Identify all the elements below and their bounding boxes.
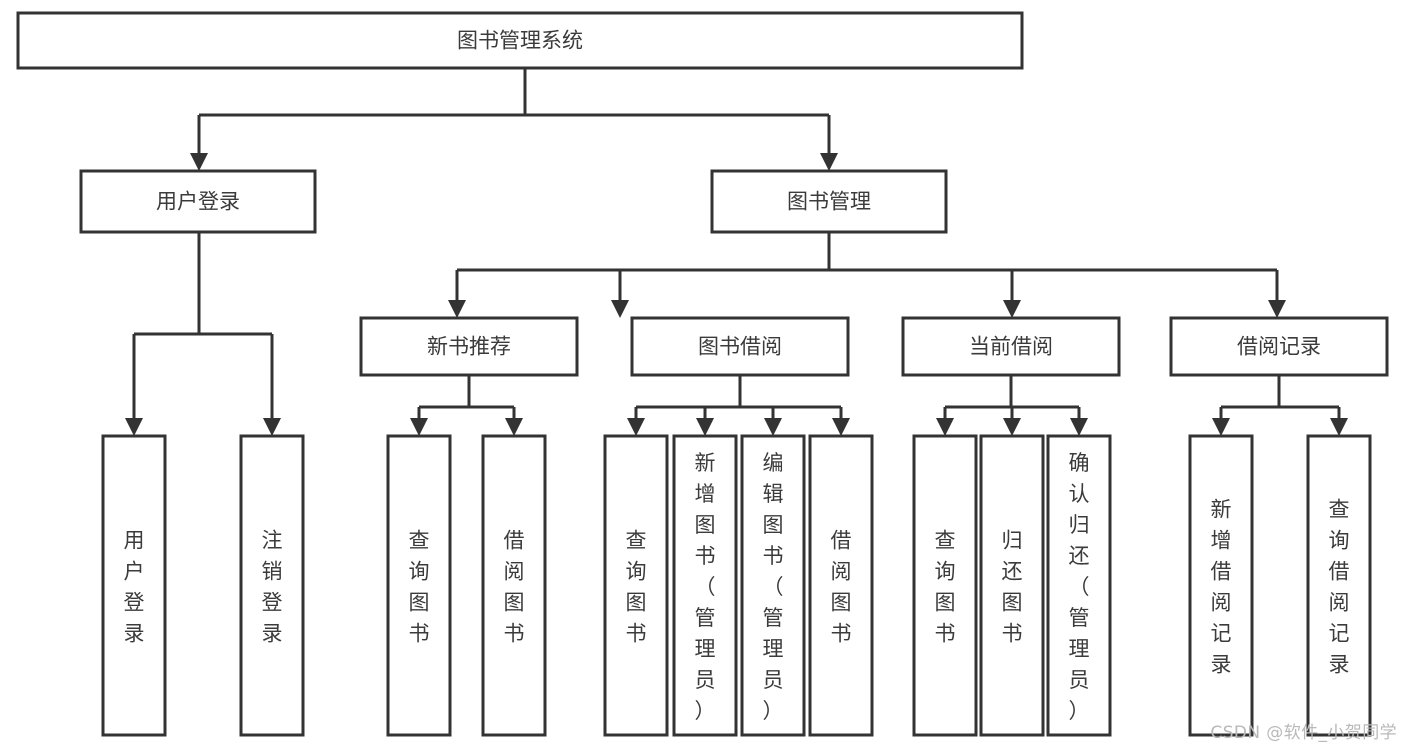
connector-layer	[125, 68, 1348, 436]
node-leaf-return-book[interactable]: 归还图书	[979, 434, 1045, 737]
node-new-book-recommend-box[interactable]	[359, 316, 579, 377]
node-leaf-borrow-book-1[interactable]: 借阅图书	[481, 434, 547, 737]
arrow-head-icon	[1070, 418, 1088, 436]
arrow-head-icon	[832, 418, 850, 436]
arrow-head-icon	[263, 418, 281, 436]
arrow-head-icon	[125, 418, 143, 436]
arrow-head-icon	[611, 300, 629, 318]
arrow-head-icon	[764, 418, 782, 436]
node-leaf-borrow-book-2-label: 借阅图书	[831, 529, 852, 646]
csdn-watermark: CSDN @软件_小贺同学	[1210, 723, 1397, 743]
node-leaf-confirm-return-label: 确认归还（管理员）	[1069, 451, 1090, 723]
node-book-borrow[interactable]: 图书借阅	[630, 316, 850, 377]
arrow-head-icon	[696, 418, 714, 436]
node-leaf-query-book-2[interactable]: 查询图书	[603, 434, 669, 737]
node-layer: 图书管理系统用户登录图书管理新书推荐图书借阅当前借阅借阅记录用户登录注销登录查询…	[16, 11, 1389, 737]
node-root-system[interactable]: 图书管理系统	[16, 11, 1024, 70]
node-leaf-add-book-label: 新增图书（管理员）	[695, 451, 716, 723]
node-leaf-user-login-label: 用户登录	[124, 529, 145, 646]
node-leaf-query-book-1-label: 查询图书	[409, 529, 430, 646]
node-leaf-user-logout-box[interactable]	[239, 434, 305, 737]
node-user-login-label: 用户登录	[156, 190, 240, 214]
node-root-system-box[interactable]	[16, 11, 1024, 70]
node-root-system-label: 图书管理系统	[457, 29, 583, 53]
arrow-head-icon	[1003, 300, 1021, 318]
node-leaf-add-record[interactable]: 新增借阅记录	[1188, 434, 1254, 737]
node-leaf-query-book-1-box[interactable]	[386, 434, 452, 737]
node-borrow-record[interactable]: 借阅记录	[1169, 316, 1389, 377]
node-new-book-recommend-label: 新书推荐	[427, 335, 511, 359]
node-leaf-query-record-box[interactable]	[1306, 434, 1372, 737]
node-leaf-user-logout-label: 注销登录	[262, 529, 283, 646]
node-book-manage-label: 图书管理	[787, 190, 871, 214]
node-leaf-add-record-label: 新增借阅记录	[1211, 498, 1232, 677]
node-current-borrow[interactable]: 当前借阅	[901, 316, 1121, 377]
node-borrow-record-label: 借阅记录	[1237, 335, 1321, 359]
node-leaf-add-record-box[interactable]	[1188, 434, 1254, 737]
node-leaf-user-login[interactable]: 用户登录	[101, 434, 167, 737]
node-leaf-add-book-box[interactable]	[672, 434, 738, 737]
node-current-borrow-box[interactable]	[901, 316, 1121, 377]
node-book-borrow-label: 图书借阅	[698, 335, 782, 359]
node-leaf-query-record[interactable]: 查询借阅记录	[1306, 434, 1372, 737]
node-current-borrow-label: 当前借阅	[969, 335, 1053, 359]
arrow-head-icon	[505, 418, 523, 436]
arrow-head-icon	[410, 418, 428, 436]
node-leaf-return-book-box[interactable]	[979, 434, 1045, 737]
arrow-head-icon	[190, 153, 208, 171]
node-leaf-query-book-2-box[interactable]	[603, 434, 669, 737]
node-leaf-edit-book-label: 编辑图书（管理员）	[763, 451, 784, 723]
node-leaf-borrow-book-1-label: 借阅图书	[504, 529, 525, 646]
node-leaf-query-book-3[interactable]: 查询图书	[912, 434, 978, 737]
node-user-login[interactable]: 用户登录	[79, 169, 317, 234]
node-leaf-borrow-book-2[interactable]: 借阅图书	[808, 434, 874, 737]
node-new-book-recommend[interactable]: 新书推荐	[359, 316, 579, 377]
node-leaf-edit-book-box[interactable]	[740, 434, 806, 737]
node-book-manage-box[interactable]	[710, 169, 948, 234]
node-leaf-edit-book[interactable]: 编辑图书（管理员）	[740, 434, 806, 737]
arrow-head-icon	[448, 300, 466, 318]
arrow-head-icon	[820, 153, 838, 171]
node-book-borrow-box[interactable]	[630, 316, 850, 377]
node-borrow-record-box[interactable]	[1169, 316, 1389, 377]
node-leaf-query-book-3-label: 查询图书	[935, 529, 956, 646]
node-leaf-confirm-return[interactable]: 确认归还（管理员）	[1046, 434, 1112, 737]
node-leaf-add-book[interactable]: 新增图书（管理员）	[672, 434, 738, 737]
node-leaf-borrow-book-1-box[interactable]	[481, 434, 547, 737]
node-leaf-query-record-label: 查询借阅记录	[1329, 498, 1350, 677]
arrow-head-icon	[1330, 418, 1348, 436]
node-leaf-query-book-3-box[interactable]	[912, 434, 978, 737]
node-leaf-query-book-2-label: 查询图书	[626, 529, 647, 646]
node-leaf-borrow-book-2-box[interactable]	[808, 434, 874, 737]
node-leaf-return-book-label: 归还图书	[1002, 529, 1023, 646]
node-leaf-query-book-1[interactable]: 查询图书	[386, 434, 452, 737]
node-book-manage[interactable]: 图书管理	[710, 169, 948, 234]
arrow-head-icon	[936, 418, 954, 436]
arrow-head-icon	[1003, 418, 1021, 436]
node-user-login-box[interactable]	[79, 169, 317, 234]
arrow-head-icon	[1268, 300, 1286, 318]
node-leaf-confirm-return-box[interactable]	[1046, 434, 1112, 737]
node-leaf-user-logout[interactable]: 注销登录	[239, 434, 305, 737]
arrow-head-icon	[1212, 418, 1230, 436]
arrow-head-icon	[627, 418, 645, 436]
node-leaf-user-login-box[interactable]	[101, 434, 167, 737]
